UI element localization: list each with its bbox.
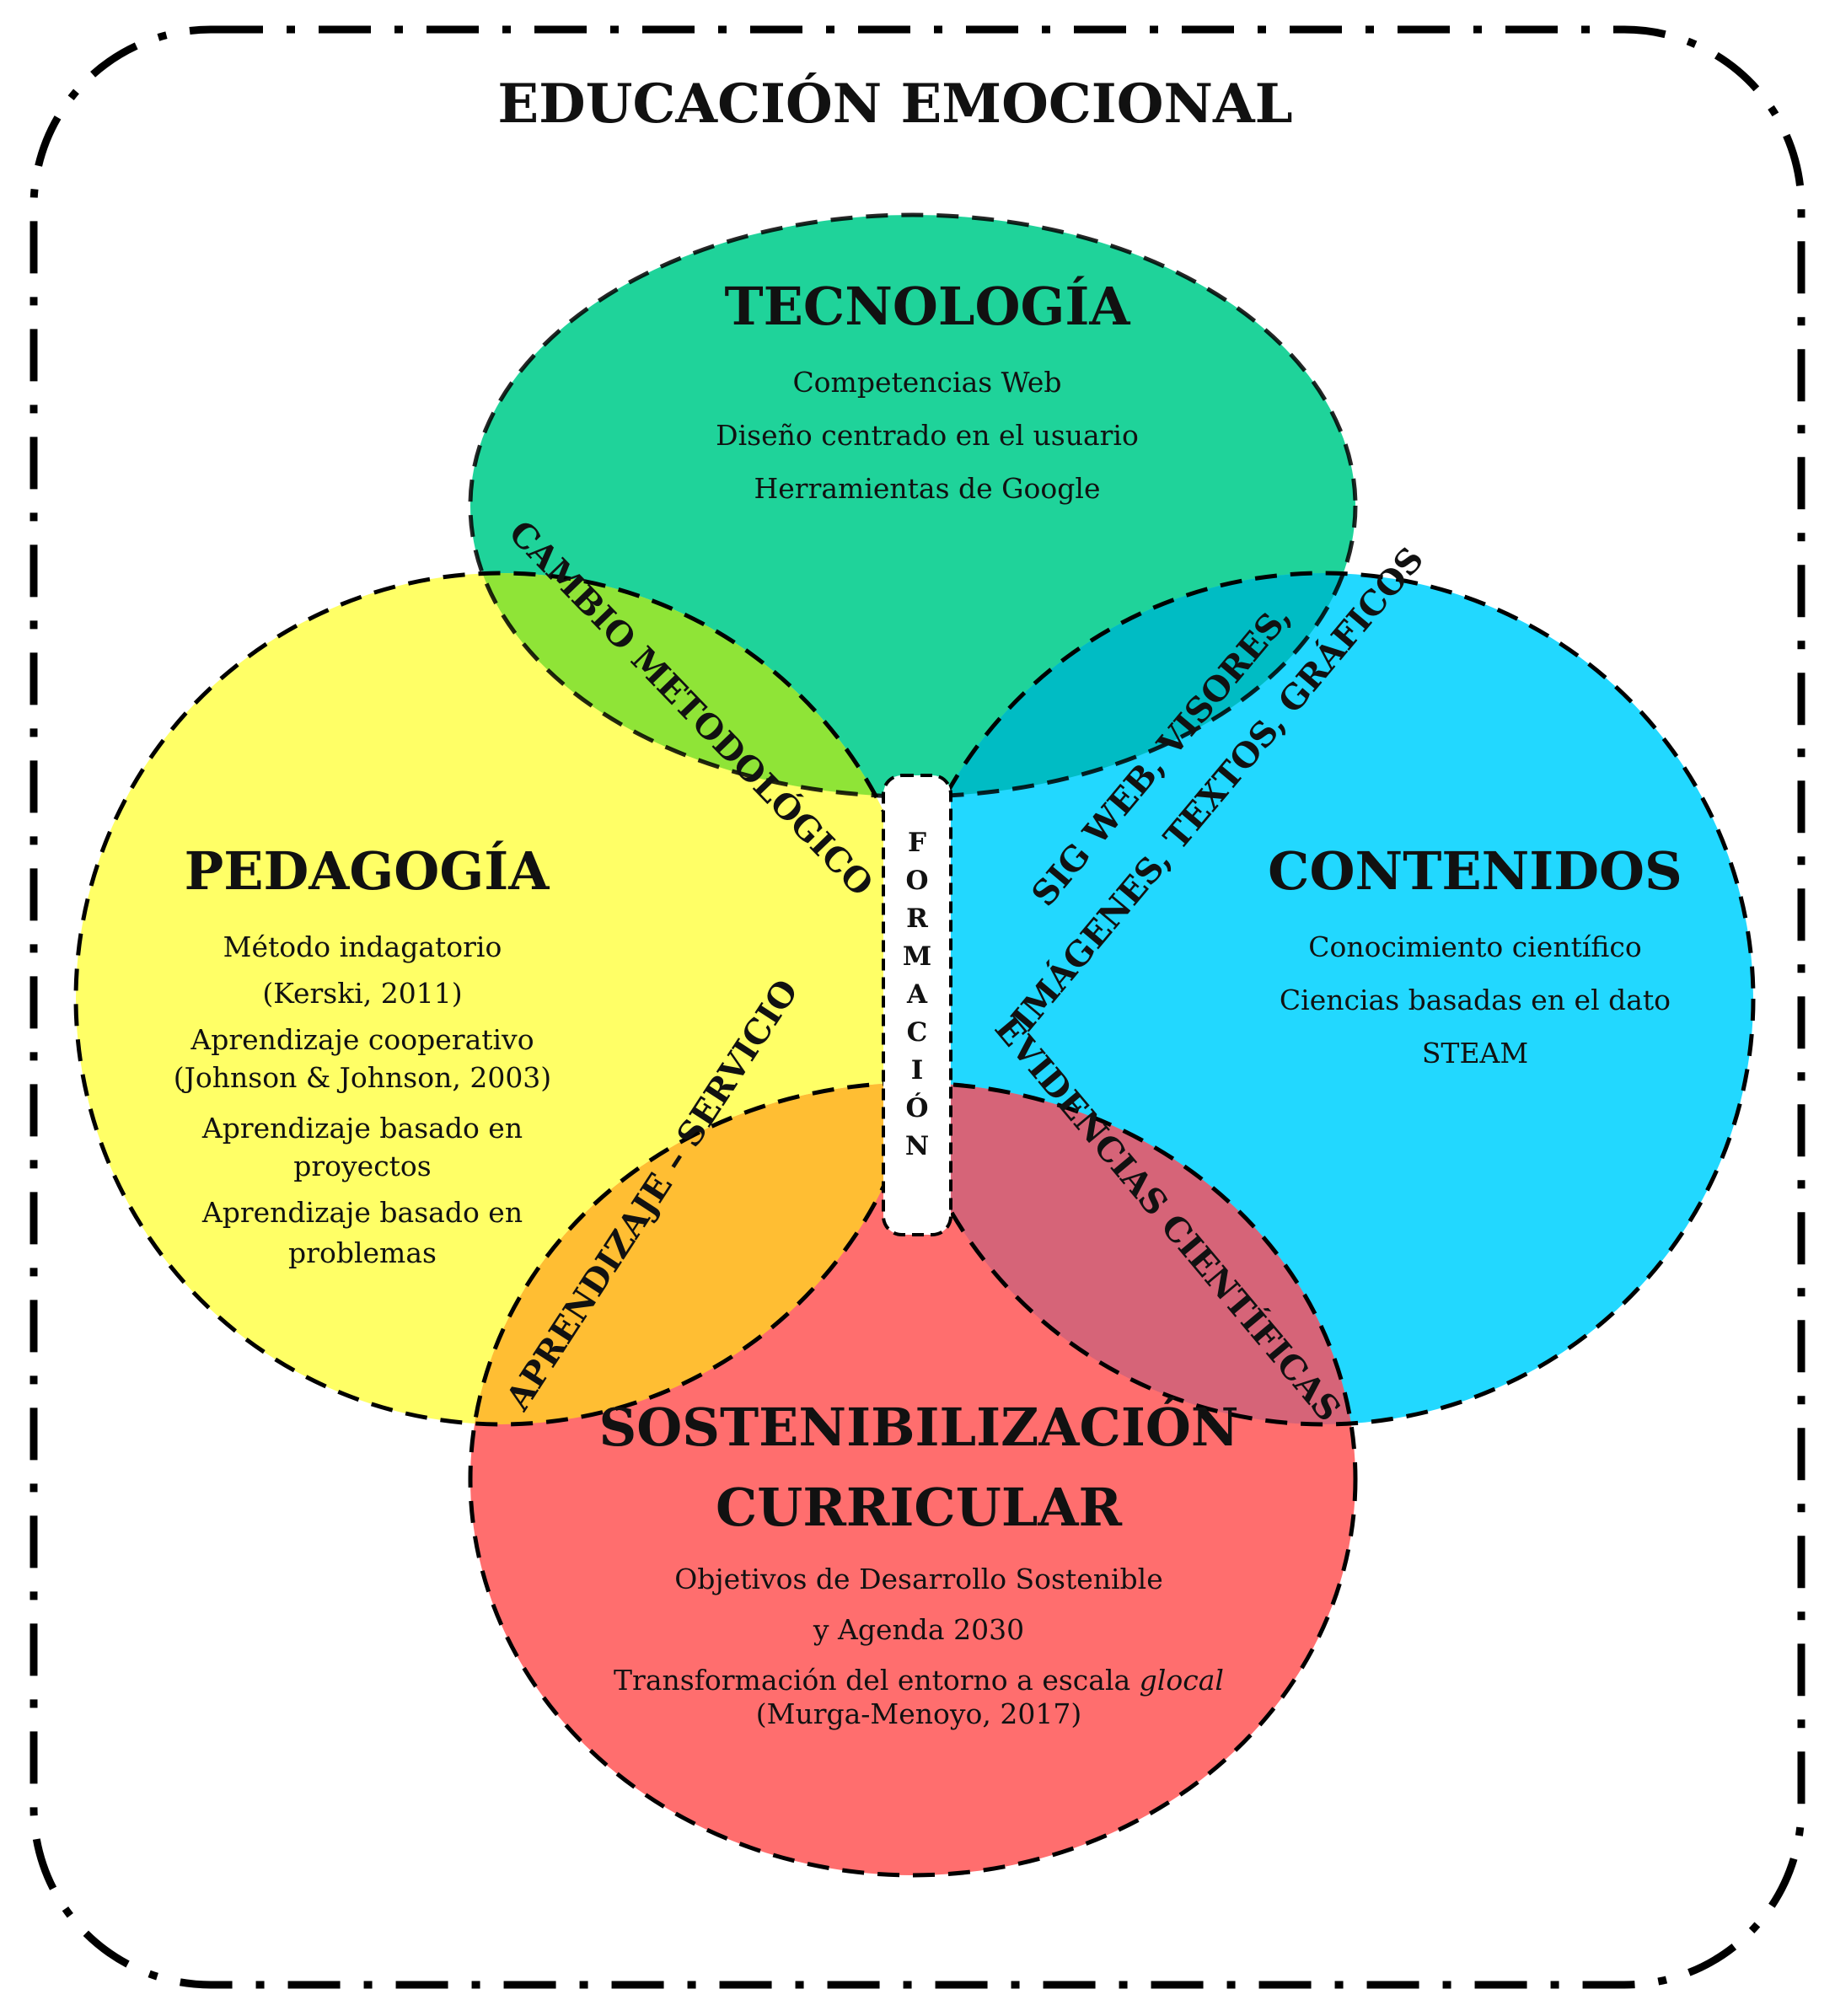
contenidos-title: CONTENIDOS	[1268, 840, 1682, 902]
tecnologia-item: Competencias Web	[792, 366, 1061, 399]
tecnologia-item: Herramientas de Google	[754, 472, 1101, 505]
sostenibilizacion-item-italic: glocal	[1140, 1664, 1224, 1697]
overlap-ped-sos	[470, 1083, 927, 1424]
formacion-letter: I	[911, 1055, 924, 1086]
sostenibilizacion-item: Objetivos de Desarrollo Sostenible	[674, 1563, 1163, 1595]
overlap-con-sos	[893, 1083, 1355, 1424]
contenidos-item: Ciencias basadas en el dato	[1280, 984, 1671, 1016]
sostenibilizacion-title: SOSTENIBILIZACIÓN	[598, 1397, 1238, 1458]
contenidos-item: STEAM	[1422, 1037, 1528, 1070]
outline-sostenibilizacion	[468, 1080, 1358, 1878]
tecnologia-title: TECNOLOGÍA	[724, 276, 1130, 337]
sostenibilizacion-item: Transformación del entorno a escala gloc…	[614, 1664, 1224, 1697]
outline-contenidos	[891, 571, 1756, 1427]
sostenibilizacion-item: y Agenda 2030	[813, 1613, 1024, 1646]
pedagogia-item: Aprendizaje basado en	[201, 1112, 523, 1145]
formacion-letter: O	[905, 866, 928, 896]
pedagogia-item: problemas	[288, 1236, 437, 1269]
pedagogia-item: Método indagatorio	[223, 930, 502, 963]
pedagogia-item: Aprendizaje basado en	[201, 1196, 523, 1229]
sostenibilizacion-item-text: Transformación del entorno a escala	[614, 1664, 1140, 1697]
formacion-letter: F	[908, 828, 926, 858]
formacion-letter: C	[907, 1017, 928, 1048]
pedagogia-item: Aprendizaje cooperativo	[190, 1023, 534, 1056]
pedagogia-item: (Johnson & Johnson, 2003)	[174, 1061, 551, 1094]
pedagogia-item: (Kerski, 2011)	[262, 977, 462, 1010]
tecnologia-item: Diseño centrado en el usuario	[716, 419, 1139, 452]
pedagogia-title: PEDAGOGÍA	[185, 840, 550, 902]
formacion-letter: A	[906, 979, 928, 1010]
formacion-box	[882, 774, 952, 1236]
diagram-title: EDUCACIÓN EMOCIONAL	[497, 72, 1292, 136]
formacion-letter: R	[906, 903, 928, 934]
pedagogia-item: proyectos	[293, 1150, 432, 1182]
sostenibilizacion-title-line2: CURRICULAR	[716, 1477, 1123, 1538]
contenidos-item: Conocimiento científico	[1308, 930, 1642, 963]
outer-frame	[30, 25, 1805, 1989]
formacion-letter: M	[903, 941, 931, 972]
formacion-letter: N	[905, 1131, 929, 1161]
formacion-letter: Ó	[905, 1091, 928, 1123]
sostenibilizacion-item: (Murga-Menoyo, 2017)	[756, 1697, 1081, 1730]
